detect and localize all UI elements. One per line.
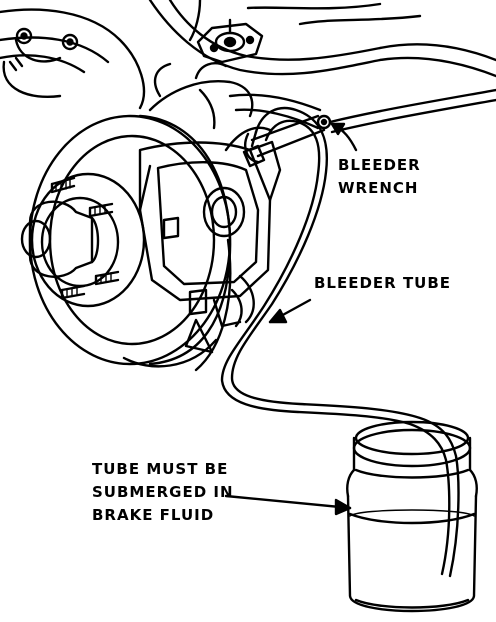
strut-mount bbox=[196, 18, 264, 64]
bleeder-tube-label: BLEEDER TUBE bbox=[314, 274, 452, 292]
bleeder-wrench-arrow bbox=[330, 122, 358, 152]
lug-stud bbox=[88, 202, 114, 218]
submerged-label-line-3: BRAKE FLUID bbox=[92, 506, 215, 524]
lug-stud bbox=[50, 176, 76, 194]
bleeder-wrench-label-line-2: WRENCH bbox=[338, 179, 419, 197]
steering-knuckle bbox=[148, 62, 322, 130]
brake-line bbox=[328, 88, 496, 134]
bleeder-tube bbox=[220, 106, 460, 578]
bleeder-wrench-label: BLEEDER WRENCH bbox=[338, 154, 421, 200]
fluid-jar bbox=[346, 420, 478, 613]
lug-studs bbox=[50, 176, 120, 300]
submerged-arrow bbox=[224, 494, 352, 516]
bleeder-wrench-label-line-1: BLEEDER bbox=[338, 156, 421, 174]
lug-stud bbox=[94, 270, 120, 286]
submerged-label-line-1: TUBE MUST BE bbox=[92, 460, 229, 478]
submerged-label: TUBE MUST BE SUBMERGED IN BRAKE FLUID bbox=[92, 458, 234, 527]
bleeder-tube-arrow bbox=[268, 298, 312, 324]
upper-control-arm bbox=[0, 8, 146, 110]
lug-stud bbox=[60, 284, 86, 300]
brake-caliper bbox=[138, 126, 282, 354]
submerged-label-line-2: SUBMERGED IN bbox=[92, 483, 234, 501]
brake-rotor bbox=[28, 114, 232, 372]
